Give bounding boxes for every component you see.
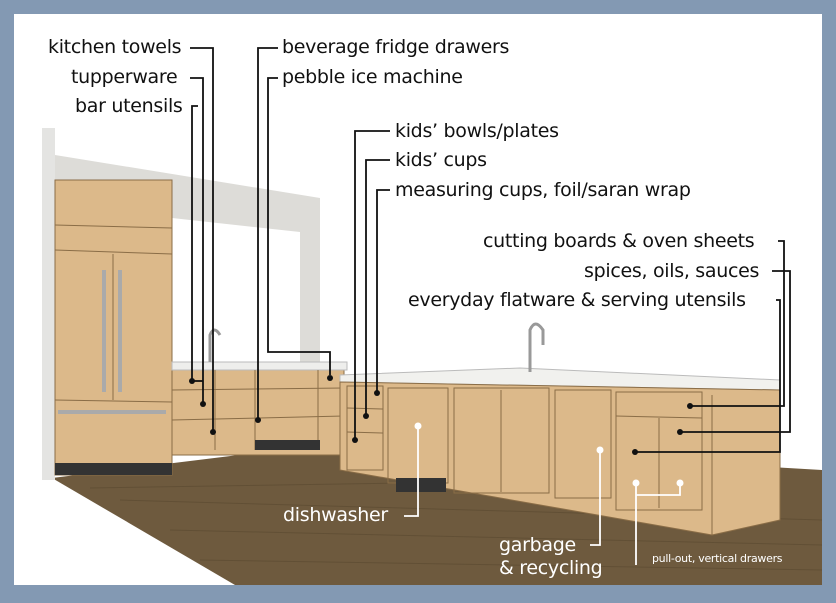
label-tupperware: tupperware [71, 66, 178, 88]
label-beverage-fridge-drawers: beverage fridge drawers [282, 36, 510, 58]
label-pebble-ice-machine: pebble ice machine [282, 66, 463, 88]
label-flatware: everyday flatware & serving utensils [408, 289, 746, 311]
left-wall [42, 128, 55, 480]
kitchen-illustration [42, 47, 822, 585]
label-kitchen-towels: kitchen towels [48, 36, 182, 58]
label-bar-utensils: bar utensils [75, 95, 183, 117]
island [339, 381, 781, 536]
label-spices: spices, oils, sauces [584, 260, 760, 282]
label-recycling: & recycling [499, 557, 603, 579]
label-garbage: garbage [499, 534, 576, 556]
label-kids-cups: kids’ cups [395, 149, 487, 171]
leader-lines-light [404, 426, 681, 565]
kitchen-diagram [14, 14, 822, 585]
label-measuring-cups: measuring cups, foil/saran wrap [395, 179, 691, 201]
label-cutting-boards: cutting boards & oven sheets [483, 230, 755, 252]
window-frame [55, 155, 320, 365]
leader-lines-dark [190, 47, 791, 453]
label-dishwasher: dishwasher [283, 504, 388, 526]
label-kids-bowls-plates: kids’ bowls/plates [395, 120, 559, 142]
label-pullout-drawers: pull-out, vertical drawers [652, 552, 783, 565]
